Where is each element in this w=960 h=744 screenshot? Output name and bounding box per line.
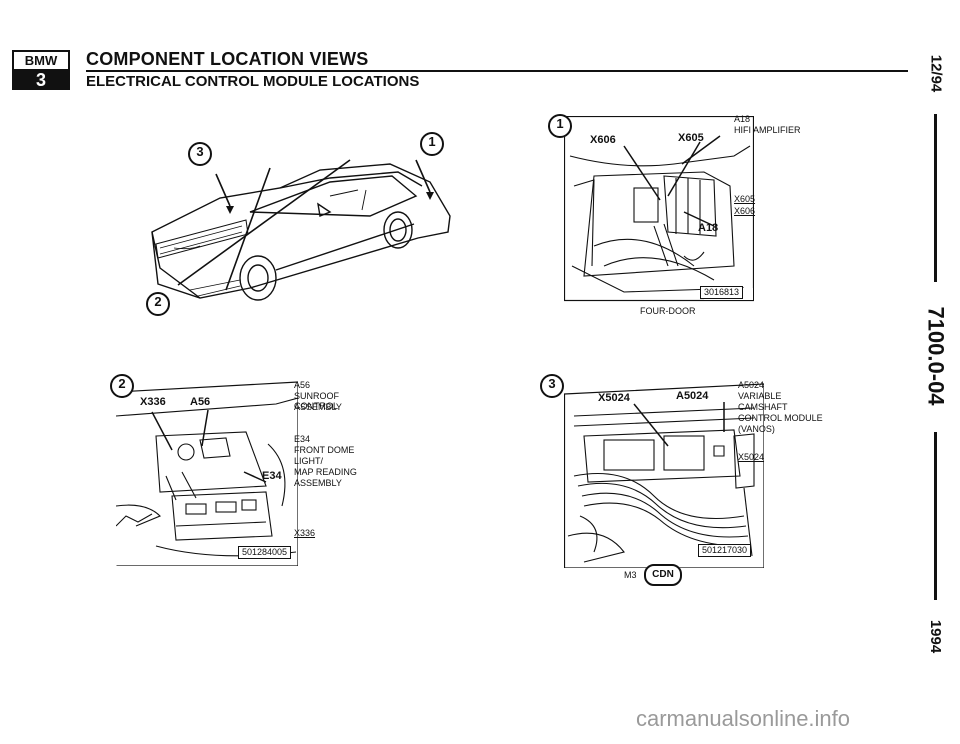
legend-e34-desc-4: ASSEMBLY [294,478,342,488]
cdn-badge-icon: CDN [644,564,682,586]
code-x5024: X5024 [598,392,630,404]
legend-e34-desc-1: FRONT DOME [294,445,355,455]
legend-x606: X606 [734,206,756,216]
car-overview: 3 1 2 [130,120,470,320]
engine-bay-illustration-icon [564,383,764,568]
legend-a5024-desc-3: CONTROL MODULE [738,413,823,423]
page-subtitle: ELECTRICAL CONTROL MODULE LOCATIONS [86,73,420,90]
margin-section: 7100.0-04 [924,306,949,406]
detail-2-panel: 2 X336 A56 E34 501284005 A56 SUNROOF CON… [110,374,380,574]
page-title: COMPONENT LOCATION VIEWS [86,49,369,69]
title-divider [86,70,908,72]
watermark: carmanualsonline.info [636,706,851,731]
legend-a56-desc-1: SUNROOF CONTROL [294,391,339,411]
detail-2-number: 2 [110,374,134,398]
legend-a5024-desc-1: VARIABLE [738,391,782,401]
detail-3-number: 3 [540,374,564,398]
legend-e34-desc-3: MAP READING [294,467,357,477]
legend-a18-desc: HIFI AMPLIFIER [734,125,801,135]
legend-a56-code: A56 [294,380,311,390]
legend-x336: X336 [294,528,316,538]
code-x336: X336 [140,396,166,408]
trunk-amplifier-illustration-icon [564,116,754,302]
margin-line-1 [934,114,937,282]
detail-1-number: 1 [548,114,572,138]
code-a56: A56 [190,396,211,408]
legend-x5024: X5024 [738,452,765,462]
legend-e34-code: E34 [294,434,311,444]
legend-e34-desc-2: LIGHT/ [294,456,324,466]
part-number: 3016813 [700,286,744,299]
legend-a5024-desc-4: (VANOS) [738,424,775,434]
code-x606: X606 [590,134,616,146]
caption-four-door: FOUR-DOOR [640,306,696,316]
code-a18: A18 [698,222,719,234]
legend-x605: X605 [734,194,756,204]
callout-2: 2 [146,292,170,316]
legend-a18-code: A18 [734,114,751,124]
code-e34: E34 [262,470,282,482]
logo-bmw-text: BMW [12,50,70,71]
callout-1: 1 [420,132,444,156]
legend-a5024-desc-2: CAMSHAFT [738,402,788,412]
part-number: 501284005 [238,546,292,559]
bmw-3-logo-icon: BMW 3 [12,50,70,90]
code-x605: X605 [678,132,704,144]
detail-1-panel: 1 X606 X605 A18 3016813 A18 HIFI AMPLIFI… [548,114,838,324]
callout-3: 3 [188,142,212,166]
dome-light-illustration-icon [116,381,298,566]
margin-line-2 [934,432,937,600]
code-a5024: A5024 [676,390,709,402]
legend-a5024-code: A5024 [738,380,765,390]
detail-3-panel: 3 X5024 A5024 501217030 A5024 VARIABLE C… [540,374,840,594]
caption-m3: M3 [624,570,637,580]
logo-series-number: 3 [12,71,70,90]
bmw-sedan-illustration-icon [151,159,451,301]
legend-a56-desc-2: ASSEMBLY [294,402,342,412]
margin-index: 12/94 7100.0-04 1994 [912,40,960,700]
margin-year: 1994 [927,619,945,653]
margin-date: 12/94 [927,54,945,92]
part-number: 501217030 [698,544,752,557]
